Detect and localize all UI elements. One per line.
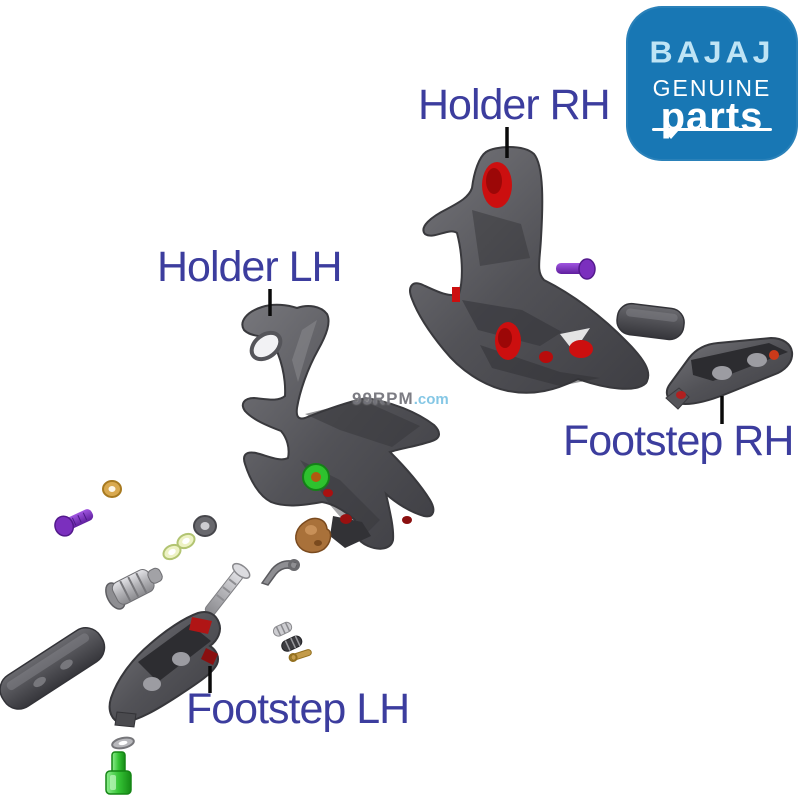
label-holder-rh: Holder RH — [418, 81, 611, 129]
label-holder-lh: Holder LH — [157, 243, 343, 291]
part-footstep-rh — [665, 336, 794, 410]
part-footrest-holder-rh — [409, 146, 650, 394]
part-rubber-pad-lh — [0, 627, 106, 710]
part-cotter-pin-brass — [288, 649, 312, 663]
part-washer-small-gray — [111, 736, 135, 750]
part-spring-clip — [260, 559, 300, 586]
bajaj-genuine-parts-logo: BAJAJ GENUINE parts — [626, 6, 798, 161]
part-pivot-bolt-gray — [105, 567, 163, 610]
logo-genuine-text: GENUINE — [652, 75, 772, 101]
part-washer-brass — [102, 480, 122, 498]
part-bolt-green — [105, 751, 132, 795]
part-washer-gray — [193, 515, 217, 537]
part-footstep-lh — [108, 611, 221, 728]
logo-underline — [652, 128, 772, 131]
watermark: 99RPM.com — [352, 389, 449, 409]
logo-brand-text: BAJAJ — [649, 34, 775, 70]
part-o-ring-pale-pair — [162, 532, 196, 561]
label-footstep-lh: Footstep LH — [186, 685, 410, 733]
part-spring-silver — [272, 621, 293, 637]
part-allen-bolt-purple-lh — [54, 509, 94, 537]
part-spring-dark — [281, 635, 303, 652]
part-rubber-pad-rh — [616, 302, 685, 341]
part-clevis-pin-silver — [204, 562, 251, 616]
leader-lines — [208, 127, 724, 693]
part-bush-brown — [295, 517, 332, 554]
watermark-tld: .com — [413, 391, 449, 408]
logo-parts-text: parts — [660, 95, 764, 139]
logo-chevron-down-icon — [663, 130, 679, 139]
part-allen-bolt-purple-rh — [556, 258, 596, 280]
part-footrest-holder-lh — [241, 303, 440, 550]
label-footstep-rh: Footstep RH — [563, 417, 794, 465]
watermark-site: 99RPM — [352, 389, 414, 408]
